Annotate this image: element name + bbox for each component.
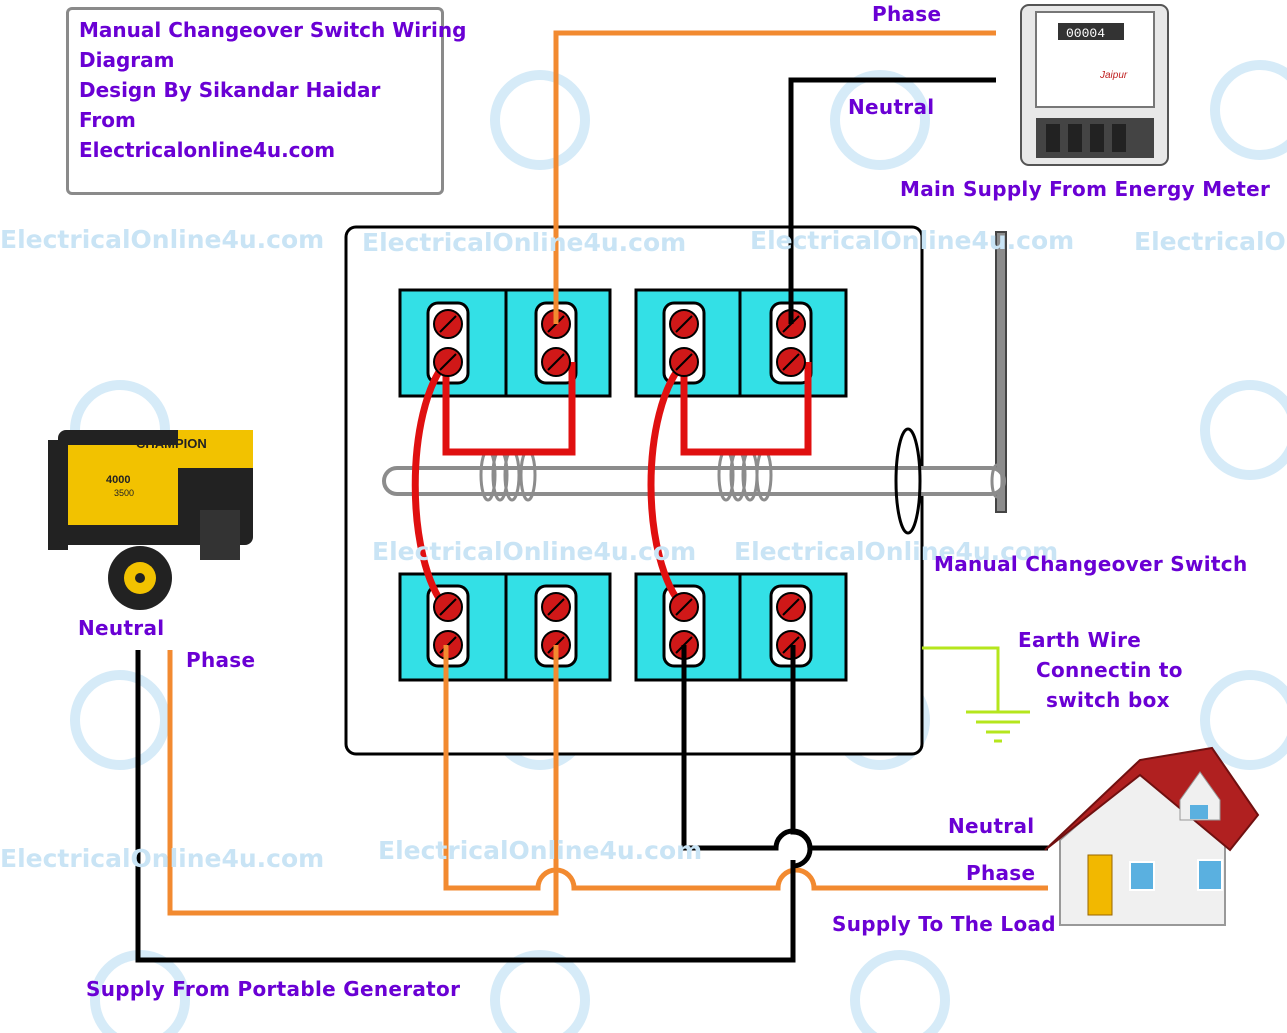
load-phase-label: Phase [966, 861, 1036, 885]
generator-neutral-label: Neutral [78, 616, 165, 640]
from-line: From [79, 108, 136, 132]
energy-meter [1020, 4, 1169, 166]
title-line: Diagram [79, 48, 175, 72]
phase-top-label: Phase [872, 2, 942, 26]
generator-phase-label: Phase [186, 648, 256, 672]
generator-phase-wire [167, 645, 559, 916]
author-line: Design By Sikandar Haidar [79, 78, 381, 102]
title-box: Manual Changeover Switch Wiring Diagram … [66, 7, 466, 195]
load-neutral-label: Neutral [948, 814, 1035, 838]
watermark: ElectricalOnline4u.com [362, 228, 687, 257]
supply-generator-label: Supply From Portable Generator [86, 977, 461, 1001]
earth-label-3: switch box [1046, 688, 1170, 712]
watermark: ElectricalOnline4u.com [0, 225, 325, 254]
switch-name-label: Manual Changeover Switch [934, 552, 1248, 576]
jumper-wires [411, 359, 812, 611]
earth-label-2: Connectin to [1036, 658, 1183, 682]
house-icon [1044, 746, 1260, 926]
watermark: ElectricalOnline4u.com [1134, 227, 1287, 256]
website-line: Electricalonline4u.com [79, 138, 336, 162]
title-line: Manual Changeover Switch Wiring [79, 18, 467, 42]
load-neutral-wire [681, 645, 1048, 960]
watermark: ElectricalOnline4u.com [378, 836, 703, 865]
meter-brand: Jaipur [1099, 70, 1128, 81]
watermark: ElectricalOnline4u.com [734, 537, 1059, 566]
neutral-top-label: Neutral [848, 95, 935, 119]
screw-slots [439, 315, 800, 654]
generator-brand: CHAMPION [136, 436, 207, 451]
meter-display: 00004 [1066, 26, 1105, 41]
watermark: ElectricalOnline4u.com [0, 844, 325, 873]
watermark: ElectricalOnline4u.com [372, 537, 697, 566]
load-phase-wire [443, 645, 1048, 891]
watermark: ElectricalOnline4u.com [750, 226, 1075, 255]
earth-wire [922, 646, 1030, 743]
main-neutral-wire [788, 77, 996, 324]
supply-load-label: Supply To The Load [832, 912, 1056, 936]
switch-shaft [382, 231, 1007, 535]
main-phase-wire [553, 30, 996, 324]
earth-label-1: Earth Wire [1018, 628, 1142, 652]
main-supply-label: Main Supply From Energy Meter [900, 177, 1271, 201]
generator-running: 3500 [114, 488, 134, 498]
generator-watts: 4000 [106, 474, 130, 486]
generator-icon [48, 430, 253, 610]
